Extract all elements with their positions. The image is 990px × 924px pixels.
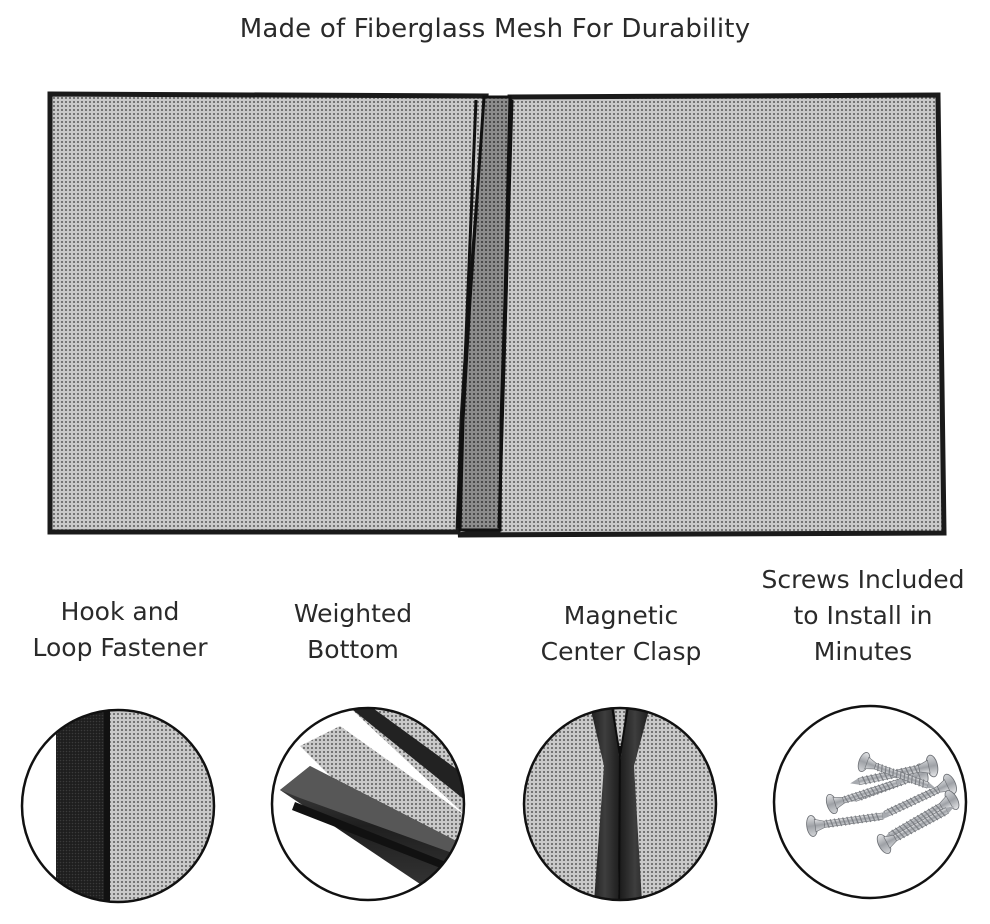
- feature-label-line: Screws Included: [761, 565, 965, 594]
- headline: Made of Fiberglass Mesh For Durability: [239, 14, 751, 44]
- feature-label-magnetic-clasp: Magnetic Center Clasp: [521, 598, 721, 670]
- left-mesh-panel: [47, 91, 489, 535]
- feature-label-screws: Screws Included to Install in Minutes: [752, 562, 974, 670]
- feature-label-line: Hook and: [60, 597, 180, 626]
- feature-label-line: Magnetic: [563, 601, 679, 630]
- center-seam-left: [456, 99, 478, 529]
- weighted-bottom-icon: [270, 706, 466, 902]
- right-mesh-panel: [457, 92, 947, 538]
- feature-label-line: to Install in: [793, 601, 933, 630]
- magnetic-clasp-icon: [522, 706, 718, 902]
- feature-label-hook-loop: Hook and Loop Fastener: [20, 594, 220, 666]
- feature-label-line: Minutes: [813, 637, 913, 666]
- feature-label-line: Weighted: [293, 599, 413, 628]
- center-overlap-strip: [458, 95, 512, 532]
- hook-loop-fastener-icon: [20, 708, 216, 904]
- screws-icon: [772, 704, 968, 900]
- feature-label-weighted-bottom: Weighted Bottom: [253, 596, 453, 668]
- screen-door-illustration: [47, 91, 947, 538]
- feature-label-line: Loop Fastener: [32, 633, 208, 662]
- center-seam-right: [497, 99, 514, 529]
- feature-label-line: Bottom: [307, 635, 399, 664]
- feature-label-line: Center Clasp: [540, 637, 702, 666]
